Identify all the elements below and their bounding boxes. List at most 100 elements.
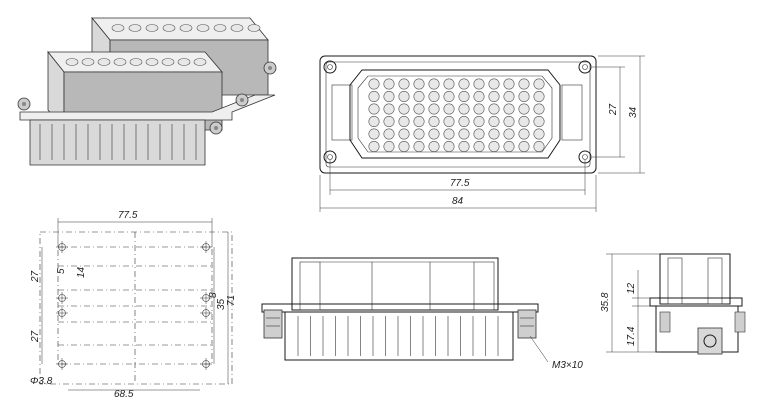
contact-pin: [383, 78, 395, 90]
contact-pin: [518, 141, 530, 153]
dim-outer-height: 34: [628, 106, 639, 118]
contact-pin: [428, 103, 440, 115]
cutout-dim-top: 77.5: [118, 210, 138, 221]
dim-outer-width: 84: [452, 196, 464, 207]
end-dim-12: 12: [626, 282, 637, 294]
contact-pin: [473, 141, 485, 153]
contact-pin: [368, 128, 380, 140]
contact-pin: [162, 24, 176, 32]
contact-pin: [533, 128, 545, 140]
contact-pin: [518, 91, 530, 103]
contact-pin: [398, 103, 410, 115]
contact-pin: [398, 91, 410, 103]
contact-pin: [488, 116, 500, 128]
screw-icon: [263, 309, 537, 339]
contact-pin: [458, 103, 470, 115]
contact-pin: [458, 141, 470, 153]
isometric-view: [17, 16, 277, 166]
contact-pin: [413, 141, 425, 153]
contact-pin: [81, 58, 95, 66]
contact-pin: [129, 58, 143, 66]
contact-pin: [443, 128, 455, 140]
contact-pin: [113, 58, 127, 66]
contact-pin: [503, 91, 515, 103]
contact-pin: [428, 78, 440, 90]
hole-diameter-label: Φ3.8: [30, 376, 53, 387]
contact-pin: [533, 141, 545, 153]
contact-pin: [413, 116, 425, 128]
contact-pin: [533, 78, 545, 90]
contact-pin: [518, 116, 530, 128]
contact-pin: [458, 91, 470, 103]
contact-pin: [443, 78, 455, 90]
contact-pin: [443, 103, 455, 115]
contact-pin: [533, 91, 545, 103]
contact-pin: [128, 24, 142, 32]
contact-pin: [428, 141, 440, 153]
dim-inner-width: 77.5: [450, 178, 470, 189]
contact-pin: [368, 103, 380, 115]
contact-pin: [518, 103, 530, 115]
contact-pin: [488, 128, 500, 140]
contact-pin: [503, 78, 515, 90]
contact-pin: [503, 103, 515, 115]
contact-pin: [368, 78, 380, 90]
contact-pin: [443, 141, 455, 153]
contact-pin: [473, 103, 485, 115]
contact-pin: [488, 91, 500, 103]
screw-icon: [17, 61, 277, 135]
panel-cutout-view: 77.5 68.5 27 27 5 14 8 35 71 Φ3.8: [30, 210, 237, 400]
cutout-dim-left-a: 27: [30, 270, 41, 283]
contact-pin: [503, 116, 515, 128]
contact-pin: [413, 103, 425, 115]
contact-pin: [473, 78, 485, 90]
cutout-dim-71: 71: [226, 295, 237, 306]
cutout-hole-icon: [56, 241, 212, 370]
contact-pin: [398, 128, 410, 140]
cutout-dim-bottom: 68.5: [114, 389, 134, 400]
contact-pin: [193, 58, 207, 66]
cutout-dim-14: 14: [76, 266, 87, 278]
contact-pin: [413, 91, 425, 103]
contact-pin: [518, 78, 530, 90]
contact-pin: [398, 78, 410, 90]
end-view: 35.8 12 17.4: [600, 253, 746, 355]
contact-pin: [473, 128, 485, 140]
contact-pin: [488, 103, 500, 115]
contact-pin: [383, 128, 395, 140]
contact-pin: [247, 24, 261, 32]
contact-pin: [443, 91, 455, 103]
contact-pin: [383, 141, 395, 153]
contact-pin: [398, 141, 410, 153]
contact-pin: [413, 78, 425, 90]
contact-pin: [488, 141, 500, 153]
contact-pin: [443, 116, 455, 128]
side-view: M3×10: [261, 257, 583, 371]
screw-label: M3×10: [552, 360, 583, 371]
contact-pin: [97, 58, 111, 66]
contact-pin: [383, 116, 395, 128]
contact-pin: [398, 116, 410, 128]
top-view: 77.5 84 27 34: [319, 55, 645, 212]
contact-pin: [368, 91, 380, 103]
contact-pin: [518, 128, 530, 140]
end-dim-174: 17.4: [626, 326, 637, 346]
contact-pin: [383, 91, 395, 103]
contact-pin: [458, 128, 470, 140]
contact-pin: [413, 128, 425, 140]
contact-pin: [503, 141, 515, 153]
contact-pin: [473, 116, 485, 128]
contact-pin: [111, 24, 125, 32]
cutout-dim-left-b: 27: [30, 330, 41, 343]
cutout-dim-5: 5: [56, 268, 67, 274]
contact-pin: [533, 116, 545, 128]
contact-pin: [196, 24, 210, 32]
contact-pin: [383, 103, 395, 115]
dim-inner-height: 27: [608, 103, 619, 116]
contact-pin: [428, 128, 440, 140]
contact-pin: [368, 141, 380, 153]
contact-pin: [179, 24, 193, 32]
contact-pin: [503, 128, 515, 140]
contact-pin: [533, 103, 545, 115]
